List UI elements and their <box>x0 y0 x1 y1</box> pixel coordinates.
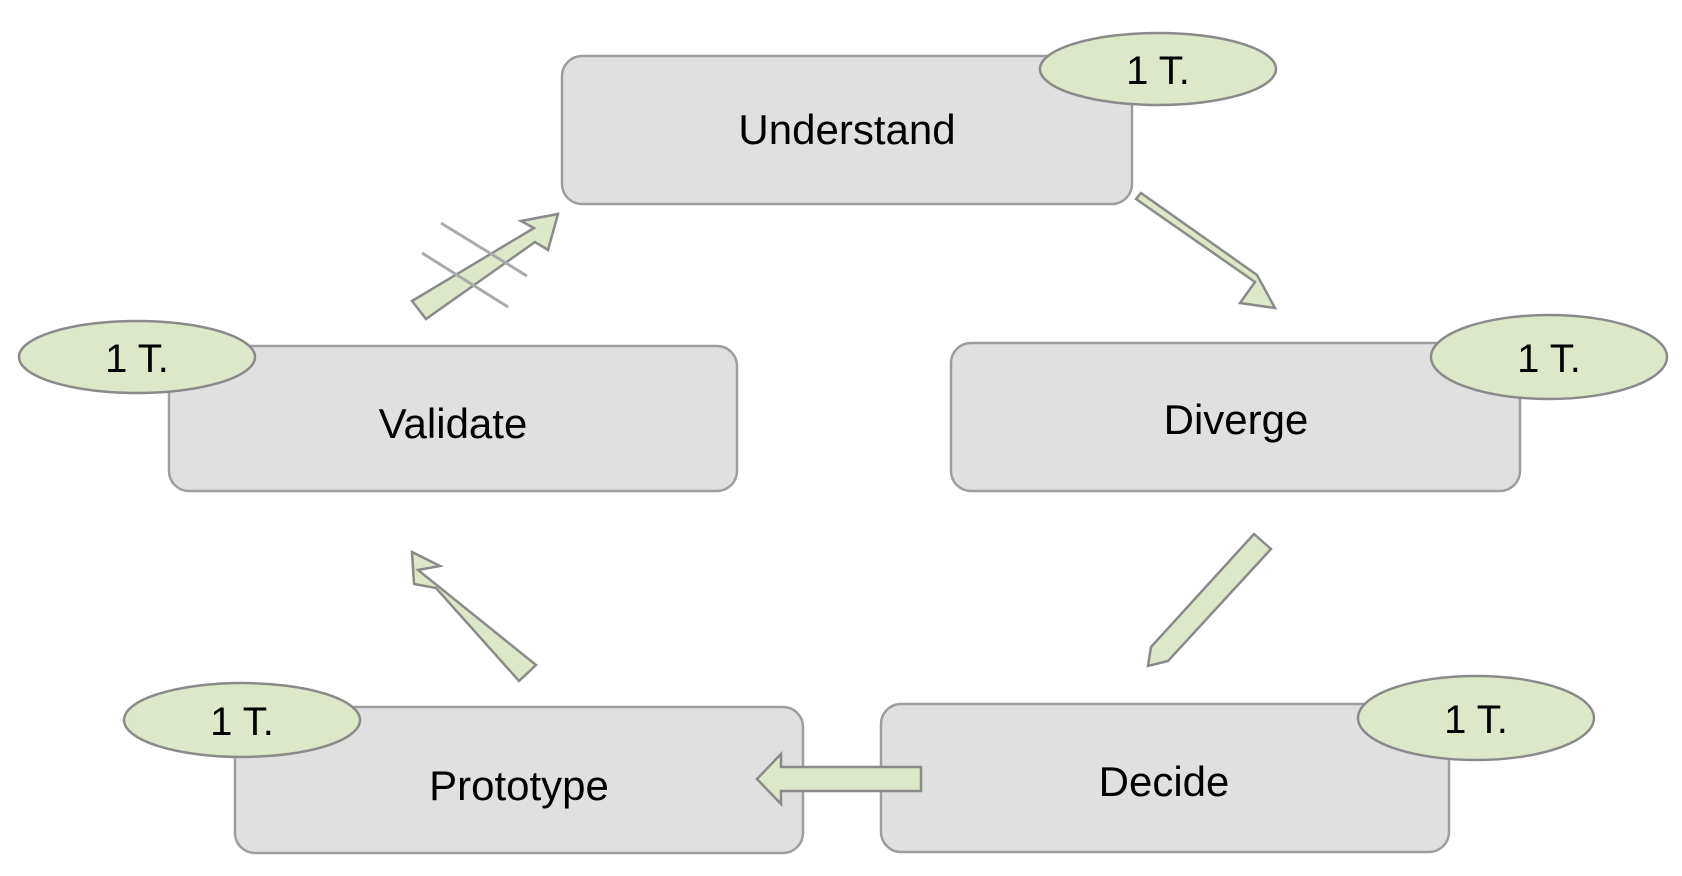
step-decide: Decide 1 T. <box>879 674 1596 854</box>
duration-badge-label-decide: 1 T. <box>1444 698 1508 742</box>
step-label-diverge: Diverge <box>1164 396 1309 443</box>
duration-badge-understand <box>1038 31 1278 107</box>
duration-badge-diverge <box>1429 313 1669 401</box>
flow-break-line-bottom <box>421 251 509 309</box>
duration-badge-label-understand: 1 T. <box>1126 49 1190 93</box>
duration-badge-prototype <box>122 681 362 759</box>
step-box-diverge <box>949 341 1522 493</box>
step-label-decide: Decide <box>1099 758 1230 805</box>
flow-arrow-decide-to-prototype <box>755 750 923 808</box>
flow-break-mark <box>421 221 528 309</box>
step-label-validate: Validate <box>379 400 528 447</box>
flow-arrow-diverge-to-decide <box>1146 532 1273 668</box>
flow-break-line-top <box>440 221 528 278</box>
step-label-prototype: Prototype <box>429 762 609 809</box>
step-validate: Validate 1 T. <box>17 319 739 493</box>
flow-arrow-understand-to-diverge <box>1134 191 1278 310</box>
step-understand: Understand 1 T. <box>560 31 1278 206</box>
flow-arrow-prototype-to-validate <box>410 549 538 683</box>
flow-arrow-validate-to-understand <box>410 212 560 321</box>
step-prototype: Prototype 1 T. <box>122 681 805 855</box>
step-box-validate <box>167 344 739 493</box>
duration-badge-label-diverge: 1 T. <box>1517 337 1581 381</box>
duration-badge-label-prototype: 1 T. <box>210 700 274 744</box>
step-label-understand: Understand <box>738 106 955 153</box>
duration-badge-validate <box>17 319 257 395</box>
step-box-understand <box>560 54 1134 206</box>
duration-badge-decide <box>1356 674 1596 762</box>
duration-badge-label-validate: 1 T. <box>105 337 169 381</box>
step-diverge: Diverge 1 T. <box>949 313 1669 493</box>
